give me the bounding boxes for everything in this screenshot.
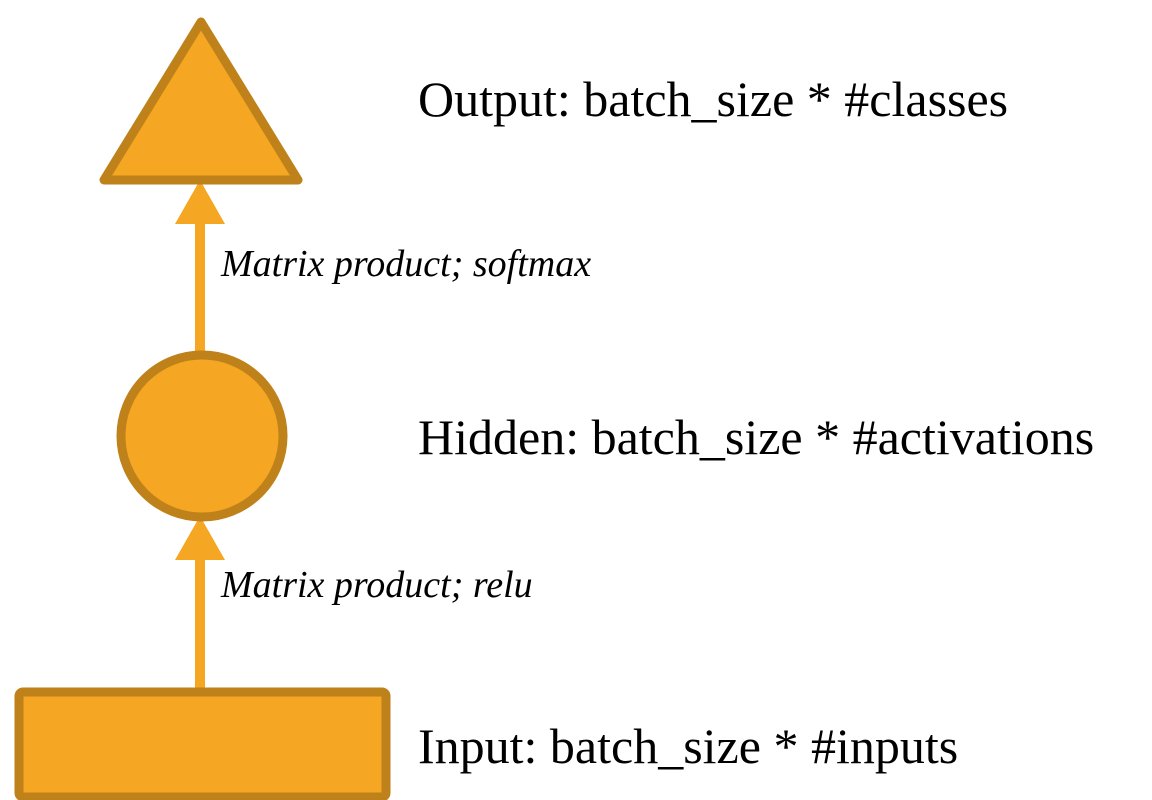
edge-input-to-hidden-arrow — [175, 516, 225, 695]
node-input-label: Input: batch_size * #inputs — [418, 718, 959, 774]
edge-hidden-to-output-label: Matrix product; softmax — [221, 243, 592, 285]
edge-input-to-hidden-arrowhead — [175, 516, 225, 560]
node-output-label: Output: batch_size * #classes — [418, 71, 1009, 127]
node-hidden-circle[interactable] — [116, 350, 288, 522]
node-output-triangle[interactable] — [99, 17, 303, 185]
edge-hidden-to-output-arrowhead — [175, 180, 225, 224]
node-input-rectangle[interactable] — [14, 687, 391, 800]
edge-input-to-hidden-label: Matrix product; relu — [221, 564, 533, 606]
node-hidden-label: Hidden: batch_size * #activations — [418, 409, 1095, 465]
edge-hidden-to-output-arrow — [175, 180, 225, 360]
